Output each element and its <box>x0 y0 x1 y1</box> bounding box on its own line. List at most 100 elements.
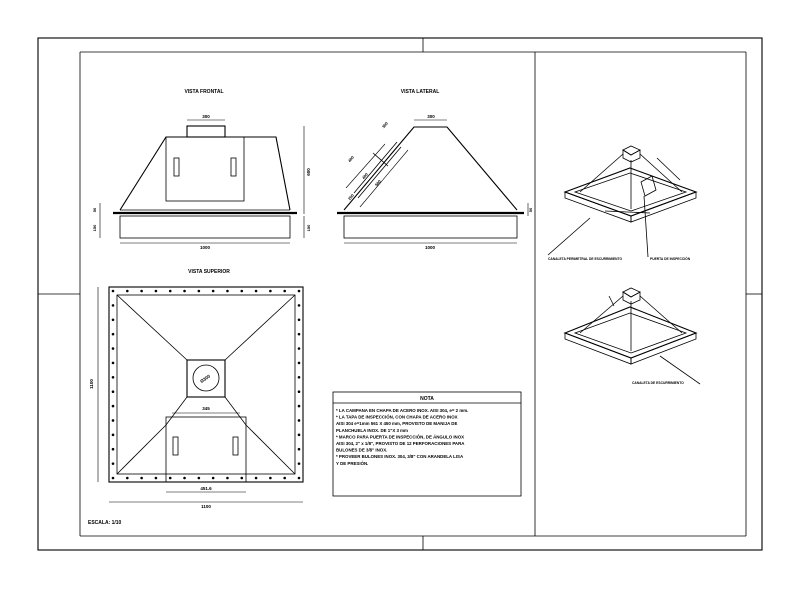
top-hip-tr <box>224 294 296 361</box>
bolt-hole <box>111 433 115 437</box>
iso2-base-top <box>563 306 698 359</box>
top-dim-height: 1100 <box>89 379 94 389</box>
bolt-hole <box>126 476 129 480</box>
side-dim-flange: 50 <box>528 207 533 212</box>
top-hip-tl <box>116 294 188 361</box>
front-view: VISTA FRONTAL 300 1000 600 150 50 150 <box>92 89 311 250</box>
isometric-view-bottom: CANALETA DE ESCURRIMIENTO <box>563 287 701 385</box>
note-line: PLANCHUELA INOX. DE 1"X 3 mm <box>336 428 408 433</box>
front-hood-outline <box>119 136 291 211</box>
top-door-handle-right <box>232 436 239 456</box>
flange-bolts <box>111 289 301 480</box>
bolt-hole <box>297 347 301 350</box>
bolt-hole <box>111 347 115 350</box>
bolt-hole <box>240 289 244 293</box>
side-gutter <box>343 215 518 239</box>
bolt-hole <box>297 332 301 336</box>
top-collar <box>186 359 226 398</box>
iso1-base-top <box>563 167 698 217</box>
side-hood-outline <box>343 126 518 211</box>
top-view: VISTA SUPERIOR Ø300 345 451.6 1100 1100 <box>89 269 304 509</box>
bolt-hole <box>240 476 244 480</box>
iso1-base-left <box>564 191 632 223</box>
side-dim-door-d: 500 <box>374 178 383 187</box>
bolt-hole <box>254 289 258 293</box>
iso1-label-left: CANALETA PERIMETRAL DE ESCURRIMIENTO <box>548 257 622 261</box>
iso1-collar <box>622 149 641 163</box>
bolt-hole <box>111 447 115 451</box>
bolt-hole <box>297 433 301 437</box>
iso1-hip-left <box>579 153 624 193</box>
side-dim-door-line-2 <box>359 149 409 208</box>
note-frame <box>332 391 522 497</box>
sheet-border <box>37 37 763 551</box>
top-dim-door: 345 <box>202 406 210 411</box>
iso2-base-left <box>564 332 632 365</box>
top-door-edge-left <box>165 396 188 426</box>
bolt-hole <box>154 476 158 480</box>
top-door-edge-right <box>224 396 247 426</box>
front-view-title: VISTA FRONTAL <box>184 89 223 95</box>
side-dim-door-e: 250 <box>347 192 356 201</box>
bolt-hole <box>111 419 115 422</box>
bolt-hole <box>111 361 115 365</box>
bolt-hole <box>211 476 215 480</box>
front-dim-width: 1000 <box>200 245 211 250</box>
bolt-hole <box>297 289 301 293</box>
bolt-hole <box>126 289 129 293</box>
bolt-hole <box>297 390 301 393</box>
bolt-hole <box>183 476 186 480</box>
bolt-hole <box>111 289 115 293</box>
iso2-handle <box>608 295 615 307</box>
note-title: NOTA <box>420 396 434 402</box>
front-dim-top: 300 <box>202 114 210 119</box>
side-door-edge-1 <box>353 141 398 194</box>
front-dim-height: 600 <box>306 168 311 176</box>
top-dim-bottom: 451.6 <box>200 486 212 491</box>
iso2-hip-right <box>639 295 683 334</box>
bolt-hole <box>269 289 272 293</box>
bolt-hole <box>111 390 115 393</box>
iso1-door <box>640 175 657 197</box>
bolt-hole <box>111 476 115 480</box>
side-dim-door-b: 400 <box>347 154 356 163</box>
bolt-hole <box>154 289 158 293</box>
note-line: BULONES DE 3/8" INOX. <box>336 448 387 453</box>
bolt-hole <box>254 476 258 480</box>
side-view-title: VISTA LATERAL <box>401 89 440 95</box>
side-dim-door-c: 400 <box>361 171 370 180</box>
bolt-hole <box>297 304 301 307</box>
top-outlet-label: Ø300 <box>199 373 211 384</box>
bolt-hole <box>226 476 229 480</box>
front-inspection-door <box>165 136 245 202</box>
iso2-leader <box>659 355 701 385</box>
iso1-base-right <box>630 191 697 223</box>
top-outlet-circle <box>192 364 220 392</box>
note-line: Y DE PRESIÓN. <box>336 461 368 466</box>
note-line: * PROVEER BULONES INOX. 304, 3/8" CON AR… <box>336 454 464 459</box>
front-door-handle-left <box>173 157 180 177</box>
bolt-hole <box>297 318 301 322</box>
note-line: * MARCO PARA PUERTA DE INSPECCIÓN, DE ÁN… <box>336 434 464 439</box>
bolt-hole <box>197 289 201 293</box>
front-gutter <box>119 215 291 239</box>
side-dim-door-a: 350 <box>381 120 390 129</box>
bolt-hole <box>297 376 301 379</box>
bolt-hole <box>297 419 301 422</box>
note-lines: * LA CAMPANA EN CHAPA DE ACERO INOX. AIS… <box>336 408 468 466</box>
front-dim-base: 150 <box>92 224 97 231</box>
bolt-hole <box>183 289 186 293</box>
top-dim-width: 1100 <box>201 504 211 509</box>
front-collar <box>186 125 226 138</box>
bolt-hole <box>111 376 115 379</box>
iso2-collar-top <box>622 287 641 298</box>
bolt-hole <box>111 304 115 307</box>
note-line: AISI 304 e=1mm 561 X 450 mm, PROVISTO DE… <box>336 421 457 426</box>
iso2-flange <box>573 312 688 354</box>
bolt-hole <box>297 447 301 451</box>
bolt-hole <box>211 289 215 293</box>
bolt-hole <box>111 462 115 465</box>
iso2-label-bottom: CANALETA DE ESCURRIMIENTO <box>632 381 684 385</box>
note-line: AISI 304, 2" x 1/8", PROVISTO DE 12 PERF… <box>336 441 465 446</box>
